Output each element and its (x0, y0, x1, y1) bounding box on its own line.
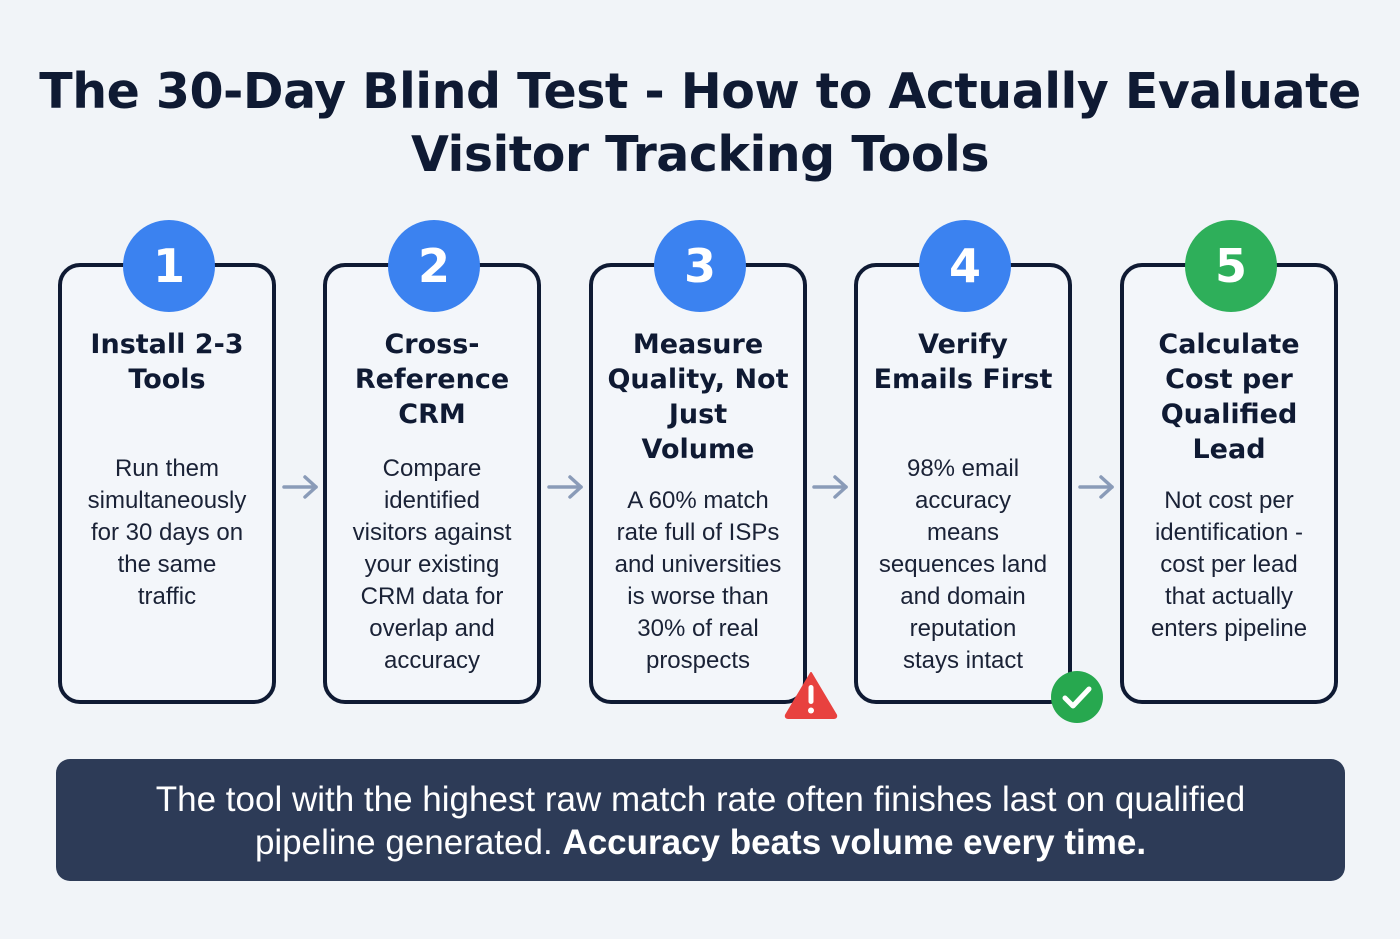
step-2-body-line: your existing (364, 551, 500, 578)
step-4-body-line: 98% email (906, 455, 1020, 482)
step-2-title-line: Reference (354, 364, 510, 395)
step-3-title-line: Quality, Not (607, 364, 789, 395)
step-5-title-line: Cost per (1165, 364, 1293, 395)
step-1-number-badge: 1 (123, 220, 215, 312)
step-card-5: Calculate Cost per Qualified Lead Not co… (1120, 263, 1338, 704)
step-4-description: 98% email accuracy means sequences land … (858, 453, 1068, 677)
step-card-1: Install 2-3 Tools Run them simultaneousl… (58, 263, 276, 704)
page-title: The 30-Day Blind Test - How to Actually … (0, 60, 1400, 186)
step-2-body-line: Compare (382, 455, 482, 482)
title-line-1: The 30-Day Blind Test - How to Actually … (39, 63, 1361, 120)
step-3-title-line: Volume (641, 434, 755, 465)
step-4-body-line: means (926, 519, 1000, 546)
step-2-body-line: CRM data for (360, 583, 504, 610)
summary-line-1: The tool with the highest raw match rate… (155, 780, 1246, 819)
step-4-body-line: reputation (909, 615, 1017, 642)
step-2-number-badge: 2 (388, 220, 480, 312)
step-card-3: Measure Quality, Not Just Volume A 60% m… (589, 263, 807, 704)
step-2-title-line: CRM (398, 399, 466, 430)
step-5-description: Not cost per identification - cost per l… (1124, 485, 1334, 645)
step-4-body-line: accuracy (914, 487, 1012, 514)
step-3-title: Measure Quality, Not Just Volume (593, 327, 803, 467)
step-3-number-badge: 3 (654, 220, 746, 312)
step-2-body-line: visitors against (352, 519, 512, 546)
step-1-description: Run them simultaneously for 30 days on t… (62, 453, 272, 613)
summary-regular-text: pipeline generated. (254, 823, 553, 862)
step-3-title-line: Just (668, 399, 728, 430)
step-4-title-line: Emails First (873, 364, 1053, 395)
step-1-body-line: for 30 days on (90, 519, 244, 546)
step-1-title: Install 2-3 Tools (62, 327, 272, 397)
arrow-right-icon (1078, 475, 1114, 499)
step-card-4: Verify Emails First 98% email accuracy m… (854, 263, 1072, 704)
step-2-title-line: Cross- (384, 329, 480, 360)
step-5-body-line: identification - (1154, 519, 1304, 546)
arrow-right-icon (812, 475, 848, 499)
step-4-body-line: stays intact (902, 647, 1024, 674)
arrow-right-icon (282, 475, 318, 499)
step-5-body-line: enters pipeline (1150, 615, 1308, 642)
step-4-body-line: and domain (900, 583, 1026, 610)
checkmark-icon (1051, 671, 1103, 723)
summary-emphasis-text: Accuracy beats volume every time. (562, 823, 1147, 862)
step-3-description: A 60% match rate full of ISPs and univer… (593, 485, 803, 677)
step-card-2: Cross- Reference CRM Compare identified … (323, 263, 541, 704)
step-5-body-line: that actually (1164, 583, 1294, 610)
step-1-title-line: Tools (128, 364, 206, 395)
step-2-description: Compare identified visitors against your… (327, 453, 537, 677)
step-1-body-line: traffic (137, 583, 197, 610)
step-3-body-line: prospects (645, 647, 751, 674)
step-5-title-line: Lead (1192, 434, 1266, 465)
step-2-body-line: accuracy (383, 647, 481, 674)
title-line-2: Visitor Tracking Tools (410, 126, 990, 183)
step-1-body-line: the same (117, 551, 217, 578)
step-4-title: Verify Emails First (858, 327, 1068, 397)
step-3-body-line: and universities (614, 551, 782, 578)
step-4-body-line: sequences land (878, 551, 1048, 578)
warning-icon (784, 672, 838, 719)
step-5-title: Calculate Cost per Qualified Lead (1124, 327, 1334, 467)
step-1-body-line: simultaneously (87, 487, 247, 514)
arrow-right-icon (547, 475, 583, 499)
step-1-body-line: Run them (114, 455, 220, 482)
step-2-body-line: overlap and (369, 615, 495, 642)
step-3-body-line: A 60% match (627, 487, 769, 514)
step-3-body-line: is worse than (627, 583, 769, 610)
step-5-body-line: cost per lead (1160, 551, 1298, 578)
step-5-body-line: Not cost per (1164, 487, 1294, 514)
step-4-number-badge: 4 (919, 220, 1011, 312)
step-3-title-line: Measure (632, 329, 764, 360)
step-5-title-line: Qualified (1160, 399, 1298, 430)
step-1-title-line: Install 2-3 (90, 329, 244, 360)
summary-banner: The tool with the highest raw match rate… (56, 759, 1345, 881)
step-5-number-badge: 5 (1185, 220, 1277, 312)
step-2-body-line: identified (383, 487, 481, 514)
step-2-title: Cross- Reference CRM (327, 327, 537, 432)
summary-line-2: pipeline generated. Accuracy beats volum… (56, 821, 1345, 864)
step-4-title-line: Verify (918, 329, 1008, 360)
step-5-title-line: Calculate (1158, 329, 1300, 360)
step-3-body-line: 30% of real (637, 615, 759, 642)
step-3-body-line: rate full of ISPs (616, 519, 780, 546)
